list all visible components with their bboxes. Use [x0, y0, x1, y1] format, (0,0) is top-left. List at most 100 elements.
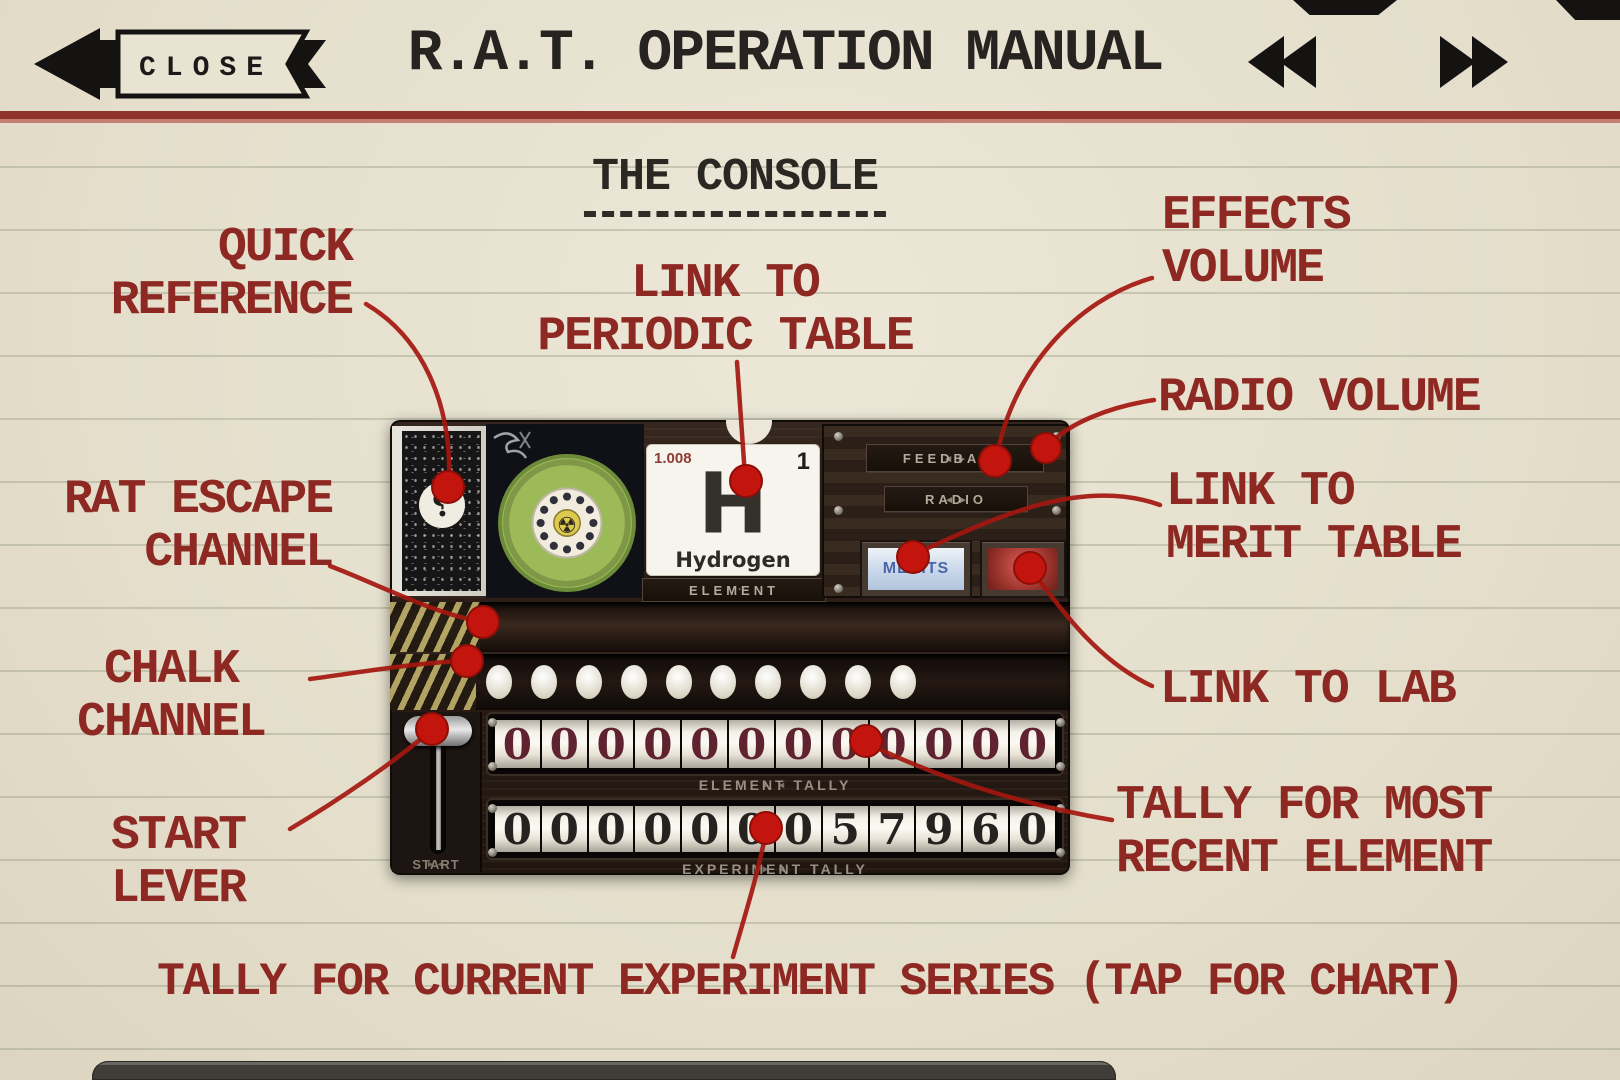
screw	[1056, 762, 1065, 771]
counter-digit: 0	[635, 720, 681, 769]
screw	[488, 718, 497, 727]
counter-digit: 0	[541, 805, 587, 854]
section-title: THE CONSOLE	[583, 152, 887, 217]
element-symbol: H	[697, 454, 769, 553]
counter-digit: 0	[541, 720, 587, 769]
right-arrow-icon: ▸	[427, 859, 434, 870]
next-page-button[interactable]	[1438, 32, 1510, 92]
callout-radio-volume: RADIO VOLUME	[1158, 371, 1482, 425]
close-button[interactable]: CLOSE	[34, 24, 334, 104]
question-badge: ?	[418, 481, 465, 528]
counter-digit: 0	[1010, 720, 1055, 769]
chalk-channel	[390, 654, 1070, 710]
next-figure-edge	[92, 1061, 1116, 1080]
page-edge-scrap	[1293, 0, 1397, 15]
counter-digit: 0	[1010, 805, 1055, 854]
header-divider	[0, 111, 1620, 125]
feedback-label: FEEDBACK	[902, 450, 1008, 466]
element-plate: · ELEMENT ·	[642, 578, 826, 602]
chalk-dot	[800, 665, 827, 699]
dot-glyph: ·	[738, 584, 742, 596]
book-cover: ?	[402, 431, 481, 591]
counter-digit: 0	[635, 805, 681, 854]
left-arrow-icon: ◂	[779, 779, 788, 791]
rat-escape-channel	[390, 602, 1070, 652]
counter-digit: 0	[729, 805, 774, 854]
close-label: CLOSE	[139, 53, 273, 84]
chalk-dot	[710, 665, 737, 699]
chalk-scribble	[519, 431, 531, 449]
hazard-stripes	[390, 602, 480, 652]
start-label: ▸ START ◂	[412, 857, 460, 872]
screw	[1052, 432, 1061, 441]
prev-page-button[interactable]	[1246, 32, 1318, 92]
screw	[1056, 848, 1065, 857]
chalk-dot	[575, 665, 602, 699]
left-arrow-icon: ◂	[945, 452, 951, 465]
chalk-dots-row	[486, 654, 916, 710]
left-arrow-icon: ◂	[438, 859, 445, 870]
counter-digit: 0	[775, 805, 821, 854]
quick-reference-book[interactable]: ?	[392, 426, 486, 596]
screw	[834, 584, 843, 593]
screw	[834, 432, 843, 441]
rotary-dial[interactable]: ☢	[496, 452, 638, 594]
feedback-volume-slider[interactable]: ◂ FEEDBACK ▸	[866, 444, 1044, 472]
page-edge-scrap	[1556, 0, 1620, 20]
radio-label: RADIO	[925, 491, 987, 507]
radio-volume-slider[interactable]: ◂ RADIO ▸	[884, 486, 1028, 512]
counter-digit: 5	[822, 805, 868, 854]
counter-digit: 0	[869, 720, 915, 769]
prev-arrow-icon	[1248, 36, 1284, 88]
console-illustration: ? ☢	[390, 420, 1070, 877]
console-top-notch	[726, 420, 772, 444]
element-number: 1	[796, 448, 810, 475]
chalk-dot	[530, 665, 557, 699]
chalk-dot	[755, 665, 782, 699]
screw	[1056, 718, 1065, 727]
page-title: R.A.T. OPERATION MANUAL	[407, 22, 1165, 87]
radiation-icon: ☢	[559, 511, 576, 542]
counter-digit: 7	[869, 805, 915, 854]
lab-link-button[interactable]	[980, 540, 1066, 598]
dot-glyph: ·	[726, 584, 730, 596]
start-lever-handle[interactable]	[404, 716, 472, 746]
lever-stem	[436, 738, 441, 850]
counter-digit: 0	[682, 720, 728, 769]
chalk-dot	[889, 665, 916, 699]
merits-button[interactable]: MERITS	[860, 540, 972, 598]
counter-digit: 9	[916, 805, 962, 854]
merits-label: MERITS	[882, 560, 950, 577]
left-arrow-icon: ◂	[779, 863, 788, 875]
screw	[1052, 506, 1061, 515]
chalk-scribble	[493, 432, 528, 459]
close-arrow-icon	[34, 28, 100, 100]
element-plate-label: ELEMENT	[688, 582, 780, 598]
next-arrow-icon	[1472, 36, 1508, 88]
hazard-stripes	[390, 654, 476, 710]
radiation-disc	[553, 509, 581, 537]
chalk-dot	[845, 665, 871, 699]
prev-arrow-icon	[1280, 36, 1316, 88]
element-tile-link-periodic[interactable]: 1.008 1 H Hydrogen	[646, 444, 820, 576]
counter-digit: 0	[916, 720, 962, 769]
screw	[488, 762, 497, 771]
merits-screen: MERITS	[868, 548, 964, 590]
callout-link-lab: LINK TO LAB	[1160, 663, 1457, 717]
counter-digit: 0	[963, 720, 1009, 769]
chalk-dot	[665, 665, 692, 699]
counter-digit: 0	[775, 720, 821, 769]
counter-digit: 0	[682, 805, 728, 854]
start-lever-panel: ▸ START ◂	[392, 712, 482, 872]
experiment-tally-label: ▸ EXPERIMENT TALLY ◂	[682, 861, 868, 877]
callout-tally-experiment-series: TALLY FOR CURRENT EXPERIMENT SERIES (TAP…	[157, 956, 1465, 1008]
